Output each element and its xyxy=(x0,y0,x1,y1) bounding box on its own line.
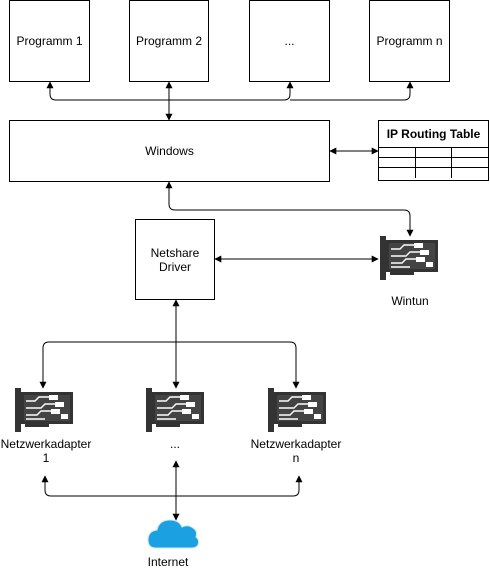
adapter-label-1: Netzwerkadapter 1 xyxy=(0,437,92,465)
program-box-2: Programm 2 xyxy=(129,0,209,82)
netshare-driver-box: Netshare Driver xyxy=(135,219,215,300)
adapter-label-line1: Netzwerkadapter xyxy=(0,437,92,451)
routing-table-title: IP Routing Table xyxy=(379,121,488,148)
wintun-label: Wintun xyxy=(391,294,429,308)
driver-label-line1: Netshare xyxy=(150,245,200,260)
table-cell xyxy=(379,148,416,158)
table-cell xyxy=(452,148,488,158)
adapter-label-n: Netzwerkadapter n xyxy=(248,437,344,465)
program-label: Programm 2 xyxy=(135,34,203,48)
table-cell xyxy=(416,148,452,158)
cloud-icon xyxy=(147,519,200,549)
program-box-ellipsis: ... xyxy=(249,0,330,82)
program-label: ... xyxy=(284,34,295,48)
adapter-label-2: ... xyxy=(135,437,215,451)
table-cell xyxy=(416,168,452,178)
internet-label: Internet xyxy=(147,555,189,569)
table-cell xyxy=(379,168,416,178)
network-card-icon xyxy=(145,387,205,433)
program-label: Programm 1 xyxy=(16,34,83,48)
program-box-1: Programm 1 xyxy=(9,0,90,82)
network-card-icon xyxy=(379,235,439,281)
adapter-label-line2: n xyxy=(292,451,300,465)
windows-box: Windows xyxy=(9,120,330,182)
routing-table-grid xyxy=(379,148,488,178)
ip-routing-table: IP Routing Table xyxy=(378,120,489,181)
adapter-label-line1: Netzwerkadapter xyxy=(250,437,342,451)
program-box-n: Programm n xyxy=(369,0,450,82)
network-card-icon xyxy=(267,387,327,433)
table-cell xyxy=(379,158,416,168)
table-cell xyxy=(416,158,452,168)
windows-label: Windows xyxy=(145,144,194,158)
driver-label-line2: Driver xyxy=(159,259,191,274)
adapter-label-line1: ... xyxy=(169,437,180,451)
program-label: Programm n xyxy=(376,34,443,48)
network-card-icon xyxy=(14,387,74,433)
adapter-label-line2: 1 xyxy=(42,451,50,465)
table-cell xyxy=(452,158,488,168)
